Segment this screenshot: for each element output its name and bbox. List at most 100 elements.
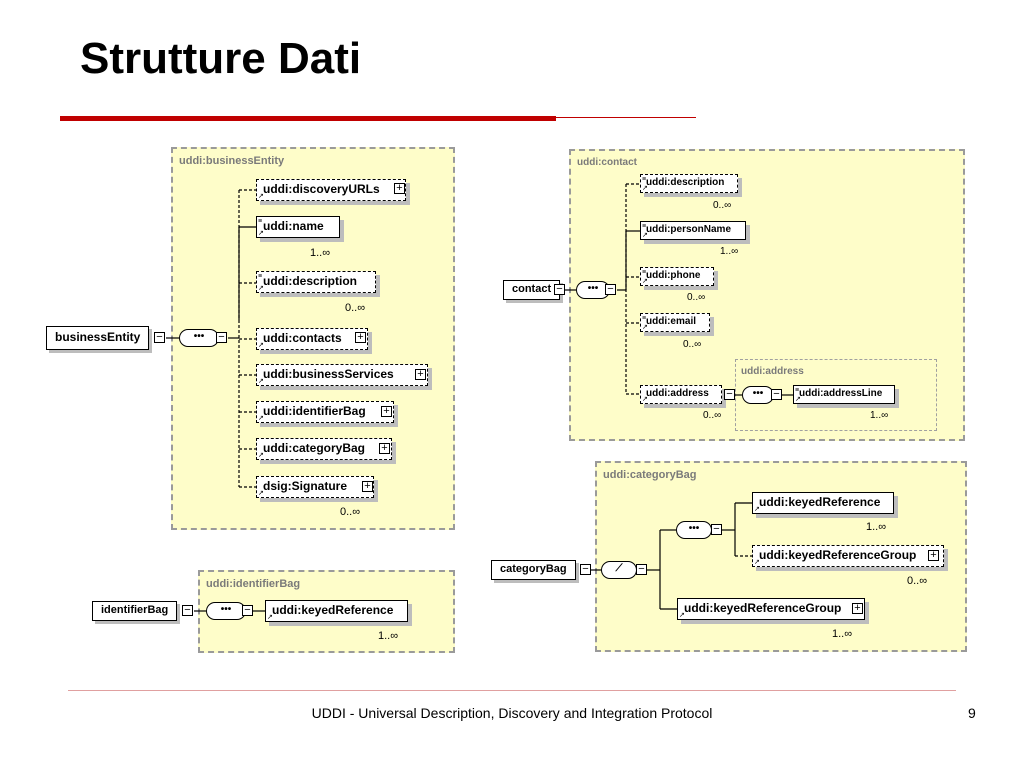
- region-label: uddi:businessEntity: [179, 155, 285, 167]
- node-name[interactable]: ≡ ↗ uddi:name: [256, 216, 340, 238]
- node-category-bag[interactable]: ↗ uddi:categoryBag: [256, 438, 392, 460]
- node-business-services[interactable]: ↗ uddi:businessServices: [256, 364, 428, 386]
- node-phone[interactable]: ≡ ↗ uddi:phone: [640, 267, 714, 286]
- region-label: uddi:categoryBag: [603, 469, 697, 481]
- collapse-icon[interactable]: −: [771, 389, 782, 400]
- identifier-bag-root[interactable]: identifierBag: [92, 601, 178, 621]
- node-keyed-reference[interactable]: ↗ uddi:keyedReference: [752, 492, 894, 514]
- reference-arrow-icon: ↗: [642, 324, 648, 331]
- root-label: categoryBag: [500, 563, 567, 575]
- node-label: uddi:keyedReference: [272, 603, 394, 617]
- collapse-icon[interactable]: −: [554, 284, 565, 295]
- document-icon: ≡: [642, 315, 647, 322]
- cardinality: 0..∞: [687, 292, 706, 303]
- document-icon: ≡: [642, 223, 647, 230]
- cardinality: 1..∞: [832, 628, 853, 640]
- reference-arrow-icon: ↗: [258, 490, 264, 497]
- sequence-compositor: •••: [676, 521, 712, 539]
- reference-arrow-icon: ↗: [258, 230, 264, 237]
- collapse-icon[interactable]: −: [242, 605, 253, 616]
- cardinality: 1..∞: [720, 246, 739, 257]
- reference-arrow-icon: ↗: [642, 185, 648, 192]
- node-label: uddi:keyedReferenceGroup: [684, 601, 842, 615]
- node-person-name[interactable]: ≡ ↗ uddi:personName: [640, 221, 746, 240]
- expand-icon[interactable]: +: [852, 603, 863, 614]
- node-keyed-reference[interactable]: ↗ uddi:keyedReference: [265, 600, 408, 622]
- collapse-icon[interactable]: −: [154, 332, 165, 343]
- region-label: uddi:identifierBag: [206, 578, 301, 590]
- sequence-compositor: •••: [179, 329, 219, 347]
- sequence-compositor: •••: [206, 602, 246, 620]
- node-label: uddi:email: [646, 316, 697, 327]
- reference-arrow-icon: ↗: [679, 612, 685, 619]
- choice-compositor: ⟋: [601, 561, 637, 579]
- node-keyed-reference-group[interactable]: ↗ uddi:keyedReferenceGroup: [677, 598, 865, 620]
- slide-footer: UDDI - Universal Description, Discovery …: [311, 705, 713, 721]
- collapse-icon[interactable]: −: [605, 284, 616, 295]
- category-bag-root[interactable]: categoryBag: [491, 560, 576, 580]
- expand-icon[interactable]: +: [415, 369, 426, 380]
- cardinality: 1..∞: [378, 630, 399, 642]
- cardinality: 1..∞: [310, 247, 331, 259]
- reference-arrow-icon: ↗: [258, 378, 264, 385]
- reference-arrow-icon: ↗: [754, 559, 760, 566]
- node-keyed-reference-group-optional[interactable]: ↗ uddi:keyedReferenceGroup: [752, 545, 944, 567]
- node-contacts[interactable]: ↗ uddi:contacts: [256, 328, 368, 350]
- collapse-icon[interactable]: −: [724, 389, 735, 400]
- document-icon: ≡: [795, 387, 800, 394]
- document-icon: ≡: [258, 273, 263, 280]
- cardinality: 0..∞: [340, 506, 361, 518]
- title-underline: [60, 116, 556, 121]
- cardinality: 1..∞: [866, 521, 887, 533]
- business-entity-root[interactable]: businessEntity: [46, 326, 150, 350]
- node-label: uddi:businessServices: [263, 367, 394, 381]
- node-label: uddi:categoryBag: [263, 441, 366, 455]
- title-underline-thin: [556, 117, 696, 118]
- expand-icon[interactable]: +: [362, 481, 373, 492]
- expand-icon[interactable]: +: [355, 332, 366, 343]
- node-label: uddi:address: [646, 388, 709, 399]
- node-description[interactable]: ≡ ↗ uddi:description: [256, 271, 376, 293]
- reference-arrow-icon: ↗: [642, 232, 648, 239]
- collapse-icon[interactable]: −: [182, 605, 193, 616]
- node-discovery-urls[interactable]: ↗ uddi:discoveryURLs: [256, 179, 406, 201]
- root-label: businessEntity: [55, 330, 141, 344]
- document-icon: ≡: [642, 269, 647, 276]
- reference-arrow-icon: ↗: [267, 614, 273, 621]
- expand-icon[interactable]: +: [928, 550, 939, 561]
- collapse-icon[interactable]: −: [711, 524, 722, 535]
- node-signature[interactable]: ↗ dsig:Signature: [256, 476, 374, 498]
- collapse-icon[interactable]: −: [216, 332, 227, 343]
- node-email[interactable]: ≡ ↗ uddi:email: [640, 313, 710, 332]
- node-address-line[interactable]: ≡ ↗ uddi:addressLine: [793, 385, 895, 404]
- collapse-icon[interactable]: −: [636, 564, 647, 575]
- node-label: uddi:phone: [646, 270, 701, 281]
- reference-arrow-icon: ↗: [258, 452, 264, 459]
- collapse-icon[interactable]: −: [580, 564, 591, 575]
- cardinality: 0..∞: [907, 575, 928, 587]
- root-label: identifierBag: [101, 604, 169, 616]
- node-label: uddi:keyedReferenceGroup: [759, 548, 917, 562]
- node-label: uddi:personName: [646, 224, 732, 235]
- reference-arrow-icon: ↗: [642, 396, 648, 403]
- node-contact-description[interactable]: ≡ ↗ uddi:description: [640, 174, 738, 193]
- expand-icon[interactable]: +: [381, 406, 392, 417]
- reference-arrow-icon: ↗: [258, 342, 264, 349]
- contact-root[interactable]: contact: [503, 280, 561, 300]
- expand-icon[interactable]: +: [379, 443, 390, 454]
- node-label: uddi:keyedReference: [759, 495, 881, 509]
- cardinality: 0..∞: [703, 410, 722, 421]
- node-address[interactable]: ↗ uddi:address: [640, 385, 722, 404]
- cardinality: 0..∞: [713, 200, 732, 211]
- cardinality: 0..∞: [345, 302, 366, 314]
- footer-divider: [68, 690, 956, 691]
- reference-arrow-icon: ↗: [642, 278, 648, 285]
- node-label: uddi:addressLine: [799, 388, 883, 399]
- page-number: 9: [968, 705, 976, 721]
- node-label: uddi:discoveryURLs: [263, 182, 380, 196]
- node-identifier-bag[interactable]: ↗ uddi:identifierBag: [256, 401, 394, 423]
- expand-icon[interactable]: +: [394, 183, 405, 194]
- reference-arrow-icon: ↗: [795, 396, 801, 403]
- reference-arrow-icon: ↗: [258, 415, 264, 422]
